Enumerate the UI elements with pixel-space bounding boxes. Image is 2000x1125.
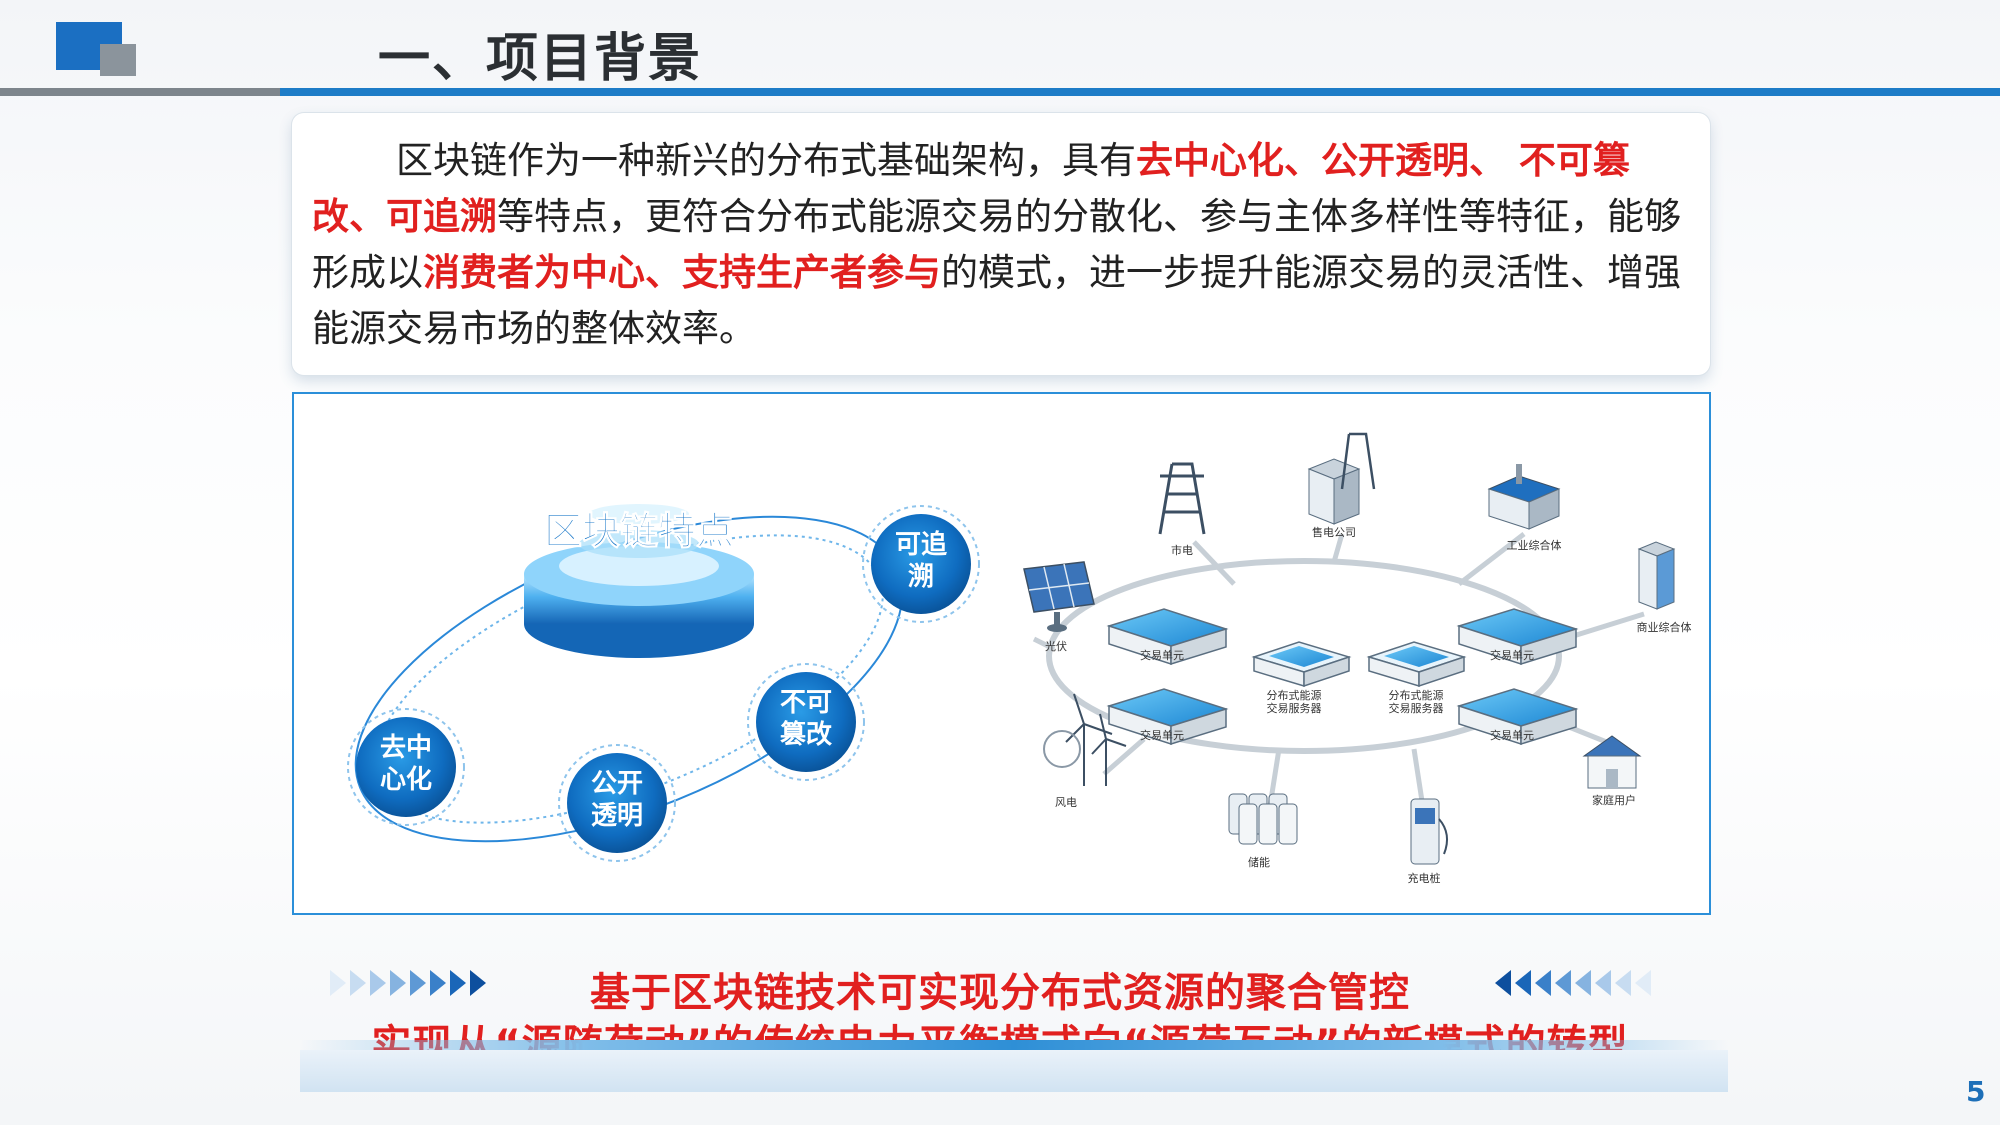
feature-transparent-line1: 公开 xyxy=(591,769,643,799)
trade-unit-label-1: 交易单元 xyxy=(1140,648,1184,662)
feature-decentralized-line1: 去中 xyxy=(380,733,432,763)
intro-text-3: 的模式，进一步提升能源交易的灵活性、增强能源交易市场的整体效率。 xyxy=(312,251,1681,350)
conclusion-underline xyxy=(300,1040,1728,1052)
node-label-wind: 风电 xyxy=(1055,796,1077,809)
header-divider-blue xyxy=(280,88,2000,96)
trade-unit-top-right xyxy=(1456,608,1579,666)
trade-unit-label-4: 交易单元 xyxy=(1490,728,1534,742)
commercial-complex-icon xyxy=(1637,541,1676,610)
server-label-2-line2: 交易服务器 xyxy=(1389,701,1444,715)
trade-unit-bottom-left xyxy=(1106,688,1229,746)
intro-text-1: 区块链作为一种新兴的分布式基础架构，具有 xyxy=(396,139,1136,182)
server-label-1-line1: 分布式能源 xyxy=(1267,688,1322,702)
feature-immutable-line1: 不可 xyxy=(780,688,832,718)
energy-network-diagram: 交易单元 交易单元 交易单元 交易单元 分布式能源 交易服务器 分布式能源 交易… xyxy=(1023,432,1692,885)
node-label-household: 家庭用户 xyxy=(1592,793,1636,807)
feature-decentralized: 去中 心化 xyxy=(347,708,465,826)
server-left xyxy=(1251,641,1352,688)
node-label-storage: 储能 xyxy=(1248,855,1270,869)
feature-decentralized-line2: 心化 xyxy=(380,765,432,795)
trade-unit-top-left xyxy=(1106,608,1229,666)
household-icon xyxy=(1582,735,1642,789)
node-label-pv: 光伏 xyxy=(1045,639,1067,653)
figure-panel: 区块链特点 去中 心化 公开 透明 不可 篡改 xyxy=(292,392,1711,915)
storage-battery-icon xyxy=(1228,793,1298,845)
trade-unit-label-2: 交易单元 xyxy=(1140,728,1184,742)
trade-unit-bottom-right xyxy=(1456,688,1579,746)
arrows-left-pointing xyxy=(1495,970,1651,996)
feature-immutable-line2: 篡改 xyxy=(780,719,832,750)
trade-unit-label-3: 交易单元 xyxy=(1490,648,1534,662)
podium-icon xyxy=(524,504,754,658)
features-title: 区块链特点 xyxy=(544,509,734,553)
feature-traceable: 可追 溯 xyxy=(862,505,980,623)
figure-canvas: 区块链特点 去中 心化 公开 透明 不可 篡改 xyxy=(347,432,1692,885)
conclusion-line-1: 基于区块链技术可实现分布式资源的聚合管控 xyxy=(590,970,1410,1016)
feature-transparent-line2: 透明 xyxy=(591,801,643,831)
feature-traceable-line2: 溯 xyxy=(908,562,934,592)
server-right xyxy=(1366,641,1467,688)
node-label-commercial: 商业综合体 xyxy=(1637,620,1692,634)
intro-text-2: 等特点，更符合分布式能源交易的分散化、参与主体多样性等特征，能够形成以 xyxy=(312,195,1681,294)
server-label-2-line1: 分布式能源 xyxy=(1389,688,1444,702)
conclusion-base-band xyxy=(300,1050,1728,1092)
feature-immutable: 不可 篡改 xyxy=(747,663,865,781)
charging-pile-icon xyxy=(1410,798,1449,865)
node-label-retail: 售电公司 xyxy=(1312,525,1356,539)
solar-panel-icon xyxy=(1023,561,1095,632)
feature-traceable-line1: 可追 xyxy=(895,529,947,560)
slide-title: 一、项目背景 xyxy=(378,29,703,89)
network-ring xyxy=(1046,558,1562,754)
arrows-right-pointing xyxy=(330,970,486,996)
grid-tower-icon xyxy=(1158,462,1206,535)
network-spokes xyxy=(1032,532,1645,845)
intro-highlight-2: 消费者为中心、支持生产者参与 xyxy=(423,251,941,294)
retail-company-icon xyxy=(1307,432,1376,525)
blockchain-features-diagram: 区块链特点 去中 心化 公开 透明 不可 篡改 xyxy=(347,504,980,862)
intro-panel: 区块链作为一种新兴的分布式基础架构，具有去中心化、公开透明、 不可篡改、可追溯等… xyxy=(292,113,1710,375)
page-number: 5 xyxy=(1966,1075,1986,1108)
logo-block-gray xyxy=(100,44,136,76)
node-label-grid: 市电 xyxy=(1171,543,1193,557)
intro-paragraph: 区块链作为一种新兴的分布式基础架构，具有去中心化、公开透明、 不可篡改、可追溯等… xyxy=(312,133,1692,357)
node-label-charger: 充电桩 xyxy=(1408,871,1441,885)
feature-transparent: 公开 透明 xyxy=(558,744,676,862)
server-label-1-line2: 交易服务器 xyxy=(1267,701,1322,715)
node-label-industrial: 工业综合体 xyxy=(1507,538,1562,552)
header-divider-gray xyxy=(0,88,280,96)
wind-turbine-icon xyxy=(1043,693,1127,786)
intro-highlight-1: 去中心化、公开透明、 不可篡改、可追溯 xyxy=(312,139,1630,238)
industrial-complex-icon xyxy=(1487,464,1561,530)
